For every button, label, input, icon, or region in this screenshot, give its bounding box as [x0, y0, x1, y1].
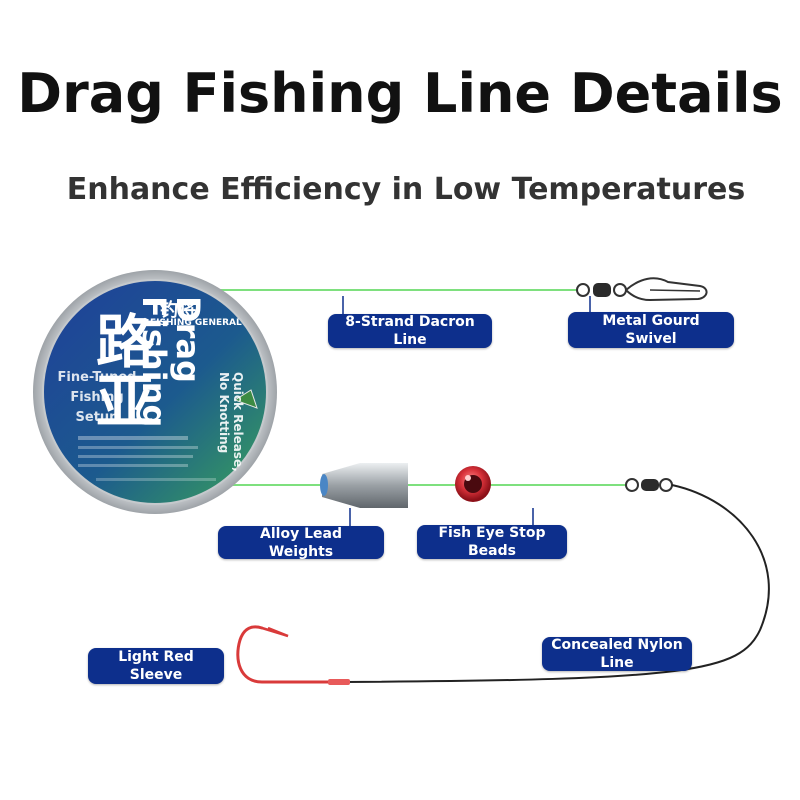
- spool-brand: 钓将: [160, 300, 196, 321]
- label-gourd-swivel-text: Metal Gourd Swivel: [602, 313, 700, 347]
- label-dacron-line: 8-Strand Dacron Line: [328, 314, 492, 348]
- label-lead-weights: Alloy Lead Weights: [218, 525, 384, 560]
- spool-side-text: Quick Release, No Knotting: [217, 372, 245, 472]
- alloy-lead-weight: [320, 463, 408, 508]
- metal-gourd-swivel: [576, 277, 708, 302]
- label-nylon-line: Concealed Nylon Line: [542, 637, 692, 671]
- label-nylon-line-text: Concealed Nylon Line: [551, 637, 683, 671]
- label-stop-beads: Fish Eye Stop Beads: [417, 525, 567, 559]
- fishing-hook: [236, 625, 350, 685]
- page-title: Drag Fishing Line Details: [17, 62, 783, 125]
- spool-big-char: 路亚: [96, 308, 155, 436]
- spool-tagline: Fine-Tuned Fishing Setup: [57, 370, 137, 425]
- page-subtitle: Enhance Efficiency in Low Temperatures: [66, 172, 746, 207]
- spool-brand-en: FISHING GENERAL: [150, 318, 242, 328]
- lower-swivel: [625, 478, 673, 492]
- spool-product: Drag Fishing: [135, 296, 207, 428]
- label-gourd-swivel: Metal Gourd Swivel: [568, 312, 734, 348]
- label-red-sleeve-text: Light Red Sleeve: [118, 649, 194, 683]
- label-lead-weights-text: Alloy Lead Weights: [260, 525, 342, 560]
- label-stop-beads-text: Fish Eye Stop Beads: [438, 525, 546, 559]
- line-spool: [33, 270, 277, 514]
- fish-eye-stop-bead: [455, 466, 491, 502]
- nylon-leader-line: [344, 484, 770, 683]
- label-red-sleeve: Light Red Sleeve: [88, 648, 224, 684]
- label-dacron-line-text: 8-Strand Dacron Line: [345, 314, 475, 348]
